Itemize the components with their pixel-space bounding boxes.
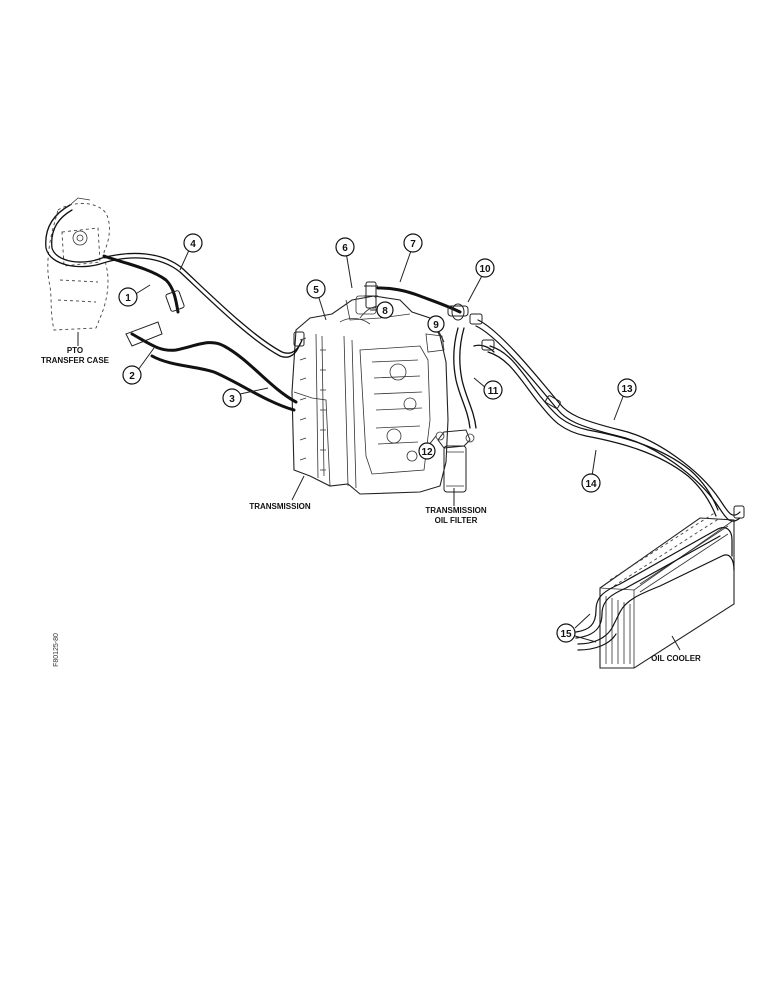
callout-15: 15 [556,623,576,643]
callout-9: 9 [427,315,445,333]
callout-11: 11 [483,380,503,400]
filter-label-line2: OIL FILTER [435,516,478,525]
callouts: 1 2 3 4 5 6 7 8 [118,233,637,643]
callout-13: 13 [617,378,637,398]
transmission-label: TRANSMISSION [249,502,311,511]
svg-text:12: 12 [421,447,433,458]
callout-12: 12 [418,442,436,460]
callout-14: 14 [581,473,601,493]
svg-text:6: 6 [342,243,348,254]
callout-8: 8 [376,301,394,319]
hose-9 [453,327,471,429]
hoses [45,204,745,522]
svg-text:14: 14 [585,479,597,490]
tube-15 [575,527,733,633]
svg-text:7: 7 [410,239,416,250]
hose-11 [473,344,495,353]
transmission-oil-filter [435,429,475,493]
svg-text:4: 4 [190,239,196,250]
oil-cooler-label: OIL COOLER [651,654,701,663]
hose-7 [376,286,462,314]
callout-4: 4 [183,233,203,253]
leader-lines [77,247,681,651]
svg-text:3: 3 [229,394,235,405]
tube-14 [489,345,719,511]
callout-1: 1 [118,287,138,307]
filter-label-line1: TRANSMISSION [425,506,487,515]
figure-code: F80125-80 [53,633,60,667]
svg-text:8: 8 [382,306,388,317]
hose-3 [150,354,296,412]
callout-6: 6 [335,237,355,257]
callout-10: 10 [475,258,495,278]
svg-text:5: 5 [313,285,319,296]
svg-text:15: 15 [560,629,572,640]
tube-13 [477,319,741,516]
svg-text:11: 11 [488,386,499,397]
callout-3: 3 [222,388,242,408]
callout-7: 7 [403,233,423,253]
oil-cooler [575,511,735,669]
hose-4 [45,204,301,358]
callout-5: 5 [306,279,326,299]
hose-2 [130,332,298,404]
svg-text:1: 1 [125,293,131,304]
pto-transfer-case [47,197,110,331]
transmission-body [291,295,449,495]
callout-2: 2 [122,365,142,385]
svg-text:10: 10 [479,264,491,275]
svg-text:9: 9 [433,320,439,331]
svg-text:13: 13 [621,384,633,395]
pto-label-line1: PTO [67,346,83,355]
captions: PTO TRANSFER CASE TRANSMISSION TRANSMISS… [41,346,701,663]
hose-1 [102,254,180,314]
svg-text:2: 2 [129,371,135,382]
pto-label-line2: TRANSFER CASE [41,356,110,365]
